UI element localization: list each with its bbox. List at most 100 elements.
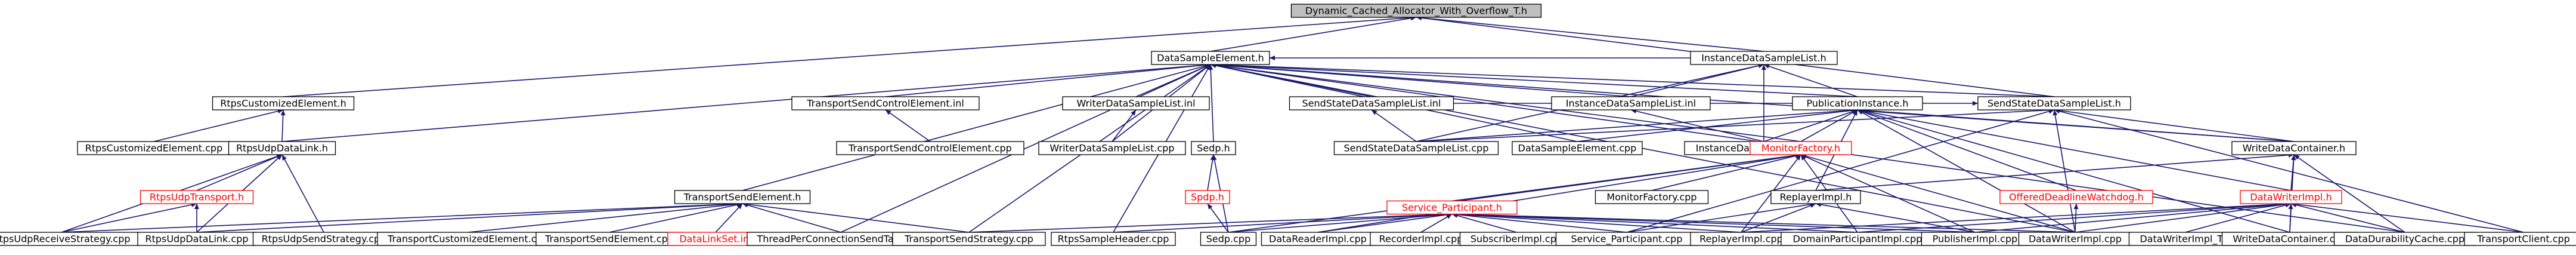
node-box[interactable]	[1333, 141, 1499, 155]
node-dse[interactable]: DataSampleElement.h	[1151, 51, 1270, 65]
node-box[interactable]	[1151, 51, 1270, 65]
node-tse-cpp[interactable]: TransportSendElement.cpp	[535, 232, 683, 246]
dependency-edge	[1113, 213, 1453, 233]
node-rce-h[interactable]: RtpsCustomizedElement.h	[212, 96, 355, 110]
node-dri-cpp[interactable]: DataReaderImpl.cpp	[1261, 232, 1375, 246]
node-pub-cpp[interactable]: PublisherImpl.cpp	[1921, 232, 2029, 246]
node-label: RtpsUdpDataLink.cpp	[145, 234, 248, 245]
node-tce-cpp[interactable]: TransportCustomizedElement.cpp	[377, 232, 559, 246]
node-box[interactable]	[228, 141, 336, 155]
node-dse-cpp[interactable]: DataSampleElement.cpp	[1512, 141, 1643, 155]
node-box[interactable]	[140, 190, 254, 204]
node-odw-h[interactable]: OfferedDeadlineWatchdog.h	[1999, 190, 2153, 204]
dependency-edge	[1416, 109, 1858, 142]
node-box[interactable]	[1690, 51, 1838, 65]
node-box[interactable]	[1594, 190, 1709, 204]
node-sp-cpp[interactable]: Service_Participant.cpp	[1555, 232, 1698, 246]
node-tse-h[interactable]: TransportSendElement.h	[674, 190, 811, 204]
node-wdc-cpp[interactable]: WriteDataContainer.cpp	[2221, 232, 2358, 246]
edge-arrowhead	[1764, 64, 1770, 69]
node-box[interactable]	[1977, 96, 2131, 110]
edge-arrowhead	[1795, 155, 1801, 161]
node-box[interactable]	[2240, 190, 2342, 204]
node-box[interactable]	[1792, 96, 1923, 110]
dependency-edge	[1416, 109, 2055, 142]
node-pi-h[interactable]: PublicationInstance.h	[1792, 96, 1923, 110]
node-dwi-h[interactable]: DataWriterImpl.h	[2240, 190, 2342, 204]
node-rurs-cpp[interactable]: RtpsUdpReceiveStrategy.cpp	[0, 232, 141, 246]
dependency-edge	[1416, 17, 1764, 52]
node-rud-h[interactable]: RtpsUdpDataLink.h	[228, 141, 336, 155]
node-sedp-cpp[interactable]: Sedp.cpp	[1200, 232, 1257, 246]
node-box[interactable]	[791, 96, 980, 110]
node-wdc-h[interactable]: WriteDataContainer.h	[2231, 141, 2357, 155]
node-dls-inl[interactable]: DataLinkSet.inl	[667, 232, 764, 246]
dependency-edge	[153, 109, 284, 142]
node-sub-cpp[interactable]: SubscriberImpl.cpp	[1459, 232, 1574, 246]
node-box[interactable]	[1038, 141, 1186, 155]
node-tpcst-cpp[interactable]: ThreadPerConnectionSendTask.cpp	[747, 232, 935, 246]
node-label: DataReaderImpl.cpp	[1269, 234, 1367, 245]
node-tsce-cpp[interactable]: TransportSendControlElement.cpp	[836, 141, 1024, 155]
node-rec-cpp[interactable]: RecorderImpl.cpp	[1370, 232, 1472, 246]
node-mf-h[interactable]: MonitorFactory.h	[1750, 141, 1852, 155]
node-tss-cpp[interactable]: TransportSendStrategy.cpp	[892, 232, 1046, 246]
node-box[interactable]	[892, 232, 1046, 246]
node-ssdsl-inl[interactable]: SendStateDataSampleList.inl	[1289, 96, 1454, 110]
node-sp-h[interactable]: Service_Participant.h	[1386, 200, 1518, 215]
dependency-edge	[1857, 203, 2292, 233]
node-box[interactable]	[836, 141, 1024, 155]
node-rsh-cpp[interactable]: RtpsSampleHeader.cpp	[1051, 232, 1176, 246]
node-tc-cpp[interactable]: TransportClient.cpp	[2464, 232, 2576, 246]
node-wdsl-cpp[interactable]: WriterDataSampleList.cpp	[1038, 141, 1186, 155]
node-box[interactable]	[674, 190, 811, 204]
node-box[interactable]	[1386, 200, 1518, 215]
node-box[interactable]	[1770, 190, 1861, 204]
node-spdp-h[interactable]: Spdp.h	[1185, 190, 1230, 204]
node-rud-cpp[interactable]: RtpsUdpDataLink.cpp	[137, 232, 256, 246]
node-tsce-inl[interactable]: TransportSendControlElement.inl	[791, 96, 980, 110]
node-ri-h[interactable]: ReplayerImpl.h	[1770, 190, 1861, 204]
node-box[interactable]	[2231, 141, 2357, 155]
node-box[interactable]	[1999, 190, 2153, 204]
node-root[interactable]: Dynamic_Cached_Allocator_With_Overflow_T…	[1290, 4, 1542, 18]
dependency-edge	[1210, 64, 1858, 97]
node-mf-cpp[interactable]: MonitorFactory.cpp	[1594, 190, 1709, 204]
node-label: RtpsUdpSendStrategy.cpp	[262, 234, 386, 245]
node-dwi-cpp[interactable]: DataWriterImpl.cpp	[2018, 232, 2132, 246]
node-box[interactable]	[1185, 190, 1230, 204]
dependency-edge	[1800, 154, 2076, 233]
dependency-edge	[196, 203, 743, 233]
node-rut-h[interactable]: RtpsUdpTransport.h	[140, 190, 254, 204]
node-box[interactable]	[1062, 96, 1210, 110]
dependency-edge	[742, 203, 841, 233]
dependency-edge	[1210, 64, 2076, 233]
node-rce-cpp[interactable]: RtpsCustomizedElement.cpp	[77, 141, 231, 155]
dependency-edge	[1763, 64, 1858, 97]
node-box[interactable]	[1200, 232, 1257, 246]
node-box[interactable]	[1290, 4, 1542, 18]
node-box[interactable]	[1750, 141, 1852, 155]
edge-arrowhead	[2073, 204, 2079, 210]
dependency-edge	[1741, 203, 2292, 233]
node-box[interactable]	[1051, 232, 1176, 246]
node-box[interactable]	[1191, 141, 1236, 155]
node-ssdsl-cpp[interactable]: SendStateDataSampleList.cpp	[1333, 141, 1499, 155]
node-label: InstanceDataSampleList.h	[1701, 53, 1826, 64]
node-rep-cpp[interactable]: ReplayerImpl.cpp	[1690, 232, 1792, 246]
node-box[interactable]	[1512, 141, 1643, 155]
node-ssdsl-h[interactable]: SendStateDataSampleList.h	[1977, 96, 2131, 110]
node-box[interactable]	[212, 96, 355, 110]
node-wdsl-inl[interactable]: WriterDataSampleList.inl	[1062, 96, 1210, 110]
node-box[interactable]	[2464, 232, 2576, 246]
node-russ-cpp[interactable]: RtpsUdpSendStrategy.cpp	[252, 232, 395, 246]
node-ddc-cpp[interactable]: DataDurabilityCache.cpp	[2333, 232, 2476, 246]
node-idsl-inl[interactable]: InstanceDataSampleList.inl	[1551, 96, 1711, 110]
node-dpi-cpp[interactable]: DomainParticipantImpl.cpp	[1781, 232, 1934, 246]
dependency-edge	[2075, 203, 2292, 233]
node-sedp-h[interactable]: Sedp.h	[1191, 141, 1236, 155]
node-box[interactable]	[1289, 96, 1454, 110]
node-box[interactable]	[1551, 96, 1711, 110]
node-idsl[interactable]: InstanceDataSampleList.h	[1690, 51, 1838, 65]
